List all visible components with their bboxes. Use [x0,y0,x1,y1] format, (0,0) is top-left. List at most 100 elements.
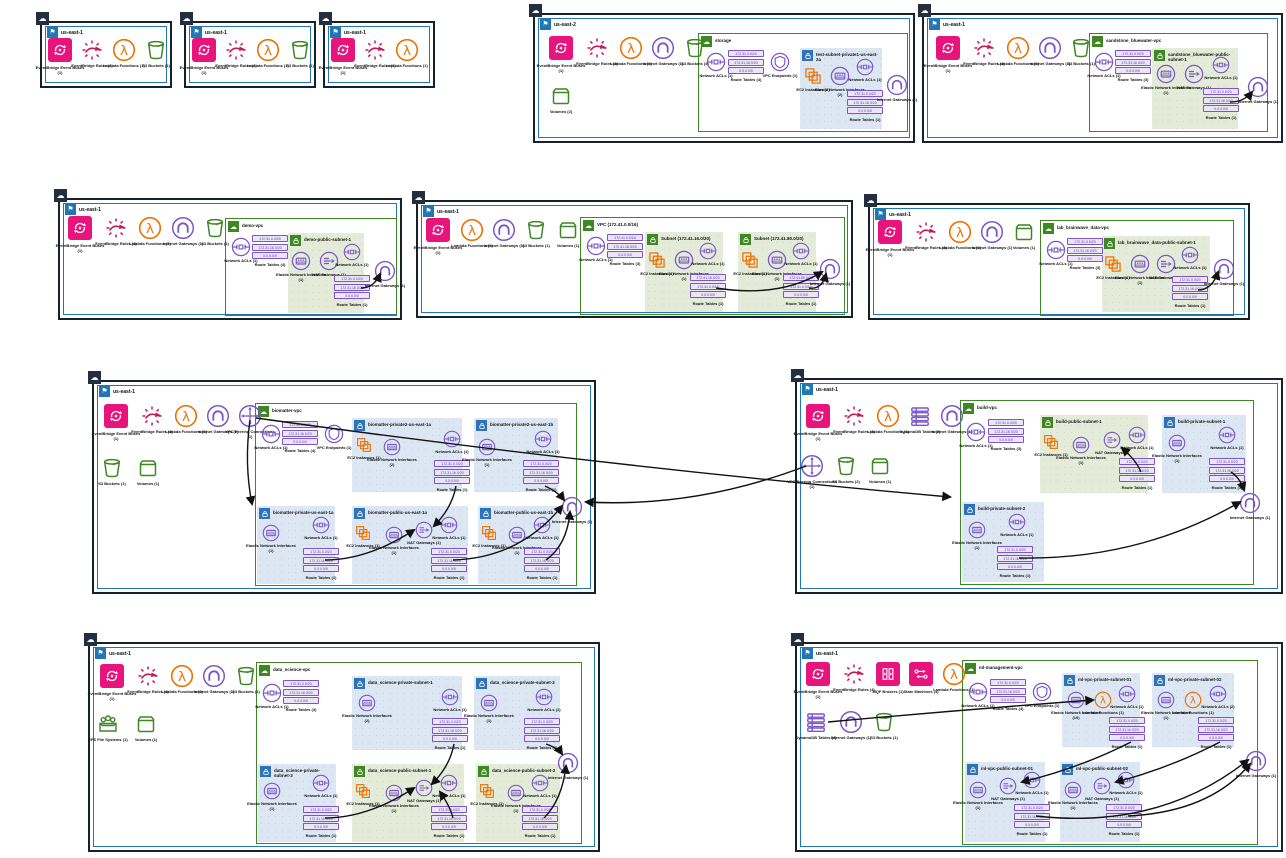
nat-node: NAT Gateways (1) [1168,64,1220,90]
node-label: Lambda Functions (1) [103,63,145,68]
lambda-icon: λ [948,220,972,244]
cloud-icon: ☁ [36,12,49,25]
node-label: Lambda Functions (1) [933,687,975,692]
vpc-label: demo-vpc [242,223,264,228]
route-chip: 172.31.16.0/20 [252,243,288,251]
node-label: Route Tables (3) [285,706,317,712]
account-inner-border [45,26,167,83]
rule-node: EventBridge Rules (1) [122,664,174,694]
route-chip: 172.31.16.0/20 [997,554,1033,562]
node-label: NAT Gateways (1) [1085,796,1119,801]
node-label: Route Tables (1) [1211,484,1243,490]
subnet-lock-icon [802,50,813,61]
node-label: Internet Gateways (1) [830,735,872,740]
nat-icon [1184,64,1204,84]
node-label: EventBridge Rules (1) [576,61,618,66]
bus-node: EventBridge Event Buses (1) [792,662,844,699]
region-flag-icon: ⚑ [191,27,202,38]
node-label: EC2 Instances (1) [640,271,674,276]
subnet-lock-icon [354,766,365,777]
subnet-label: Subnet (172.41.16.0/20) [661,236,711,241]
nacl-node: Network ACLs (1) [424,688,476,712]
node-label: Network ACLs (1) [699,73,733,78]
nacl-node: Network ACLs (1) [295,516,347,540]
mq-node: MQF Brokers (1) [862,662,914,694]
route-chip: 172.31.16.0/20 [303,556,339,564]
node-label: Route Tables (1) [526,744,558,750]
nacl-icon [699,242,717,260]
eni-node: Elastic Network Interfaces (1) [275,251,327,282]
node-label: EventBridge Event Buses (1) [793,689,843,699]
route-chip: 172.31.16.0/20 [1067,246,1103,254]
igw-icon [206,404,230,428]
eni-icon [262,524,280,542]
node-label: Network ACLs (1) [523,793,557,798]
igw-node: Internet Gateways (1) [804,258,856,286]
node-label: Route Tables (1) [433,832,465,838]
subnet-lock-icon [1154,675,1165,686]
s3-node: S3 Buckets (1) [274,38,326,68]
bus-icon [48,38,72,64]
igw-icon [557,752,579,774]
route-chip: 172.31.16.0/20 [1014,812,1050,820]
subnet-lock-icon [259,508,270,519]
node-label: Internet Gateways (1) [547,775,589,780]
node-label: EventBridge Event Buses (1) [865,247,915,257]
nacl-icon [966,422,986,442]
node-label: S3 Buckets (1) [232,689,260,694]
eni-icon [968,521,986,539]
node-label: Network ACLs (1) [433,707,467,712]
route-chip: 172.31.16.0/20 [303,814,339,822]
svg-text:λ: λ [146,221,154,237]
route-chip: 172.31.0.0/20 [1067,238,1103,245]
eni-node: Elastic Network Interfaces (1) [490,784,542,813]
node-label: Route Tables (1) [1111,743,1143,749]
lambda-icon: λ [174,404,198,428]
region-label: us-east-2 [554,21,576,28]
vpc-box: ☁demo-vpc [225,218,397,316]
subnet-label: ml-vpc-public-subnet-01 [981,766,1034,771]
bus-icon [331,38,355,64]
vpc-box: ☁storage [698,33,908,132]
nacl-node: Network ACLs (1) [950,422,1002,448]
node-label: Volumes (1) [1012,245,1036,250]
node-label: Network ACLs (1) [784,261,818,266]
eni-node: Elastic Network Interfaces (1) [461,438,513,467]
account-inner-border [328,26,430,83]
route-chip: 172.31.0.0/20 [431,548,467,555]
subnet-lock-icon [967,764,978,775]
route-chip: 172.31.0.0/20 [432,718,468,725]
svg-text:λ: λ [468,223,476,239]
eni-icon [480,694,498,712]
region-label: us-east-1 [943,21,965,28]
node-label: Network ACLs (1) [304,535,338,540]
node-label: Internet Gateways (1) [197,429,239,434]
s3-icon [234,664,258,688]
subnet-label: demo-public-subnet-1 [304,237,351,242]
bus-node: EventBridge Event Buses (1) [86,664,138,701]
bus-icon [192,38,216,64]
account-inner-border [421,205,848,313]
route-chip: 172.31.16.0/20 [1198,725,1234,733]
node-label: EventBridge Rules (1) [905,245,947,250]
node-label: Route Tables (1) [1121,484,1153,490]
route-chip: 0.0.0.0/0 [303,823,339,830]
volume-icon [868,454,892,478]
lambda-icon: λ [1184,691,1202,709]
bus-node: EventBridge Event Buses (1) [34,38,86,75]
region-label: us-east-1 [344,29,366,36]
subnet-lock-icon [1154,50,1165,61]
node-label: EC2 Instances (2) [796,87,830,92]
node-label: Route Tables (1) [692,300,724,306]
